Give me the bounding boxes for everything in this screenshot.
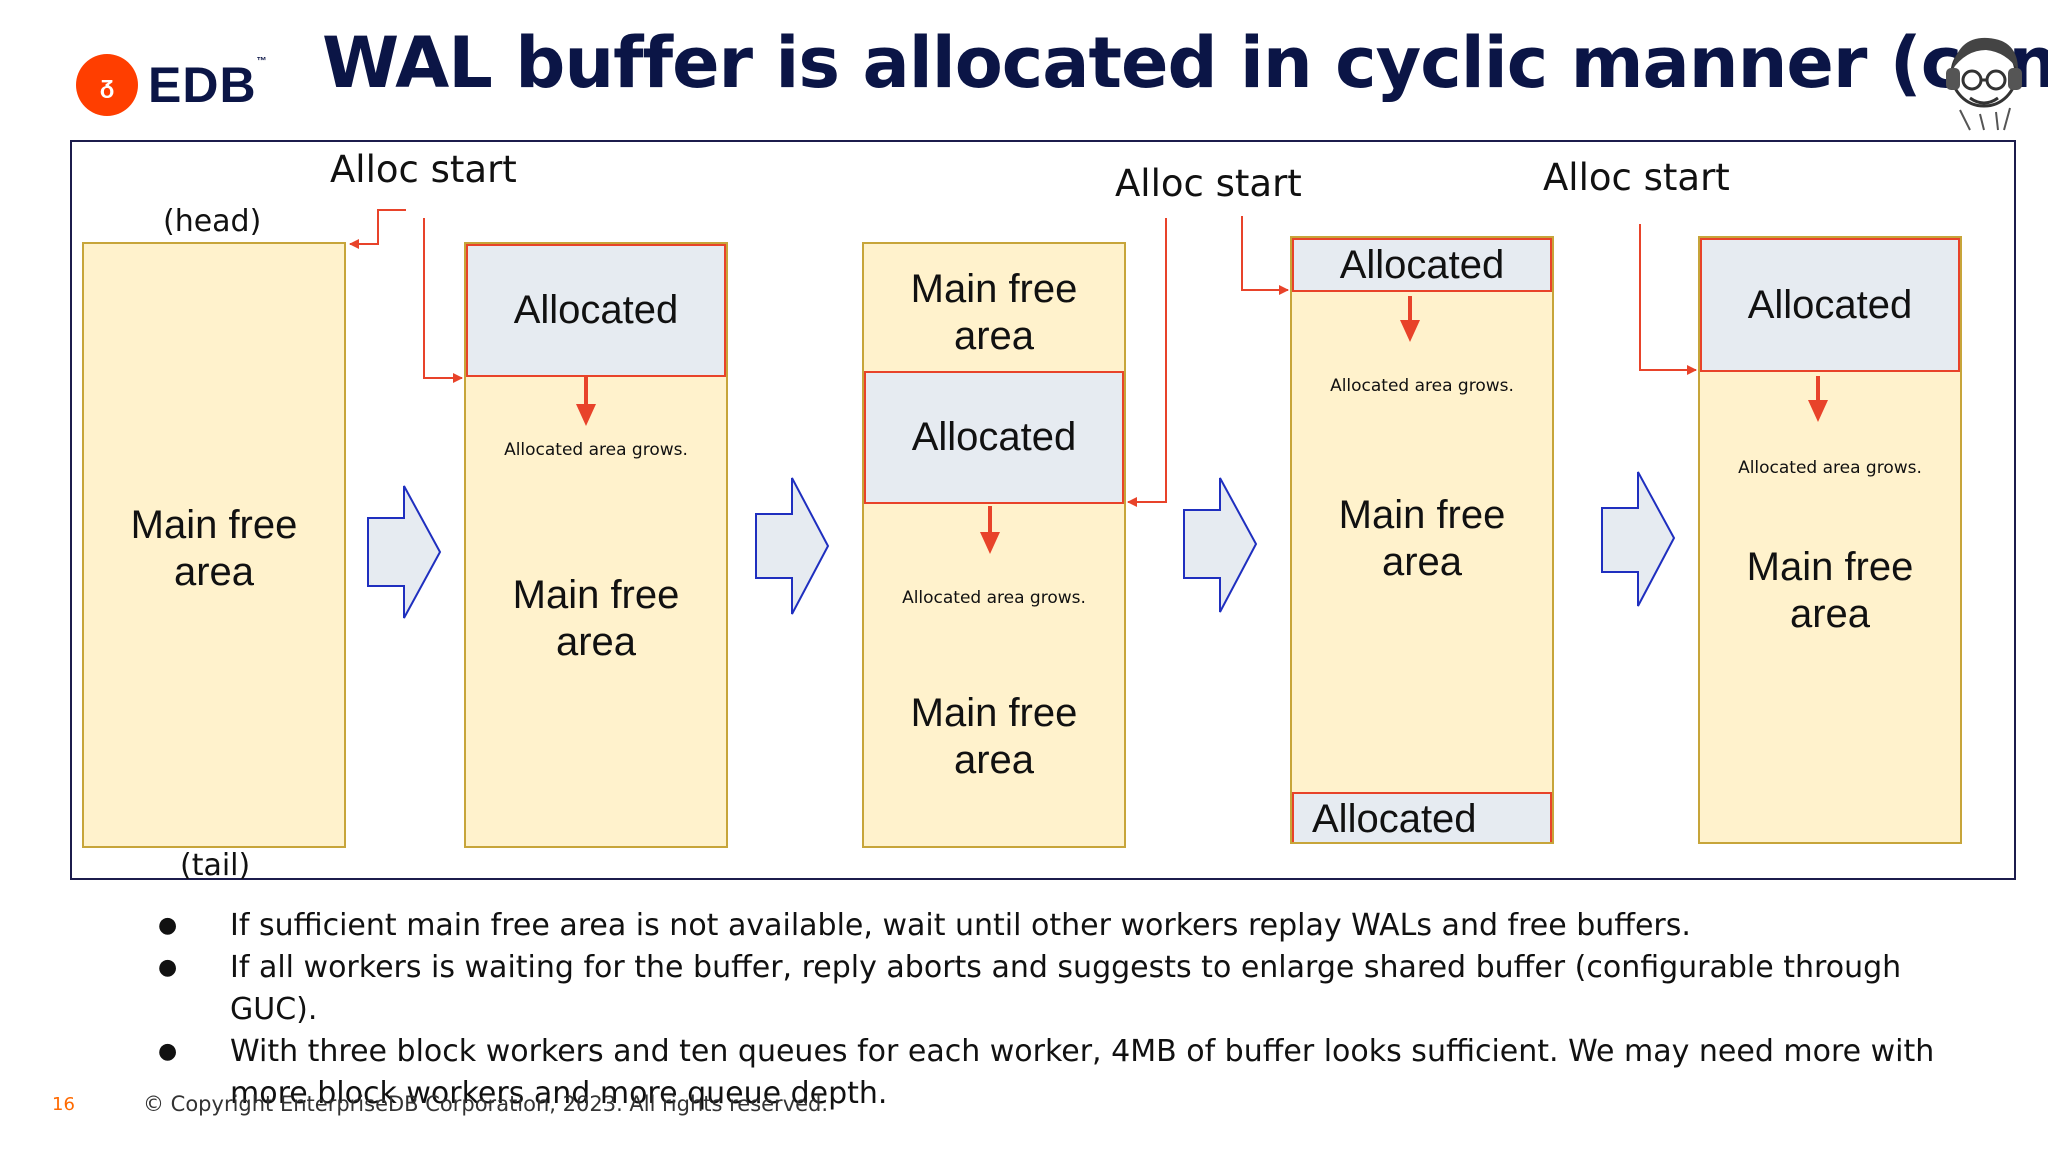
buffer-column-2: Allocated Allocated area grows. Main fre… (464, 242, 728, 848)
allocated-area-top: Allocated (1292, 238, 1552, 292)
tail-label: (tail) (180, 848, 251, 883)
allocated-area: Allocated (466, 244, 726, 377)
avatar-icon (1946, 37, 2022, 131)
allocated-area: Allocated (1700, 238, 1960, 372)
main-free-area: Main free area (512, 573, 680, 664)
bullet-item: If all workers is waiting for the buffer… (150, 947, 1990, 1031)
main-free-area: Main free area (1746, 545, 1914, 636)
alloc-start-label-3: Alloc start (1543, 156, 1730, 199)
buffer-column-5: Allocated Allocated area grows. Main fre… (1698, 236, 1962, 844)
allocated-grows-note: Allocated area grows. (504, 440, 688, 460)
slide-title: WAL buffer is allocated in cyclic manner… (322, 22, 2048, 104)
edb-logo-text: EDB™ (148, 56, 268, 113)
buffer-column-4: Allocated Allocated area grows. Main fre… (1290, 236, 1554, 844)
bullet-list: If sufficient main free area is not avai… (150, 905, 1990, 1115)
alloc-start-label-1: Alloc start (330, 148, 517, 191)
head-label: (head) (163, 204, 262, 239)
edb-logo: ᵹ EDB™ (76, 54, 268, 116)
bullet-item: If sufficient main free area is not avai… (150, 905, 1990, 947)
allocated-area: Allocated (864, 371, 1124, 504)
alloc-start-label-2: Alloc start (1115, 162, 1302, 205)
allocated-grows-note: Allocated area grows. (1738, 458, 1922, 478)
buffer-column-3: Main free area Allocated Allocated area … (862, 242, 1126, 848)
buffer-column-1: Main free area (82, 242, 346, 848)
main-free-area: Main free area (910, 691, 1078, 782)
copyright-text: © Copyright EnterpriseDB Corporation, 20… (143, 1092, 829, 1116)
main-free-area: Main free area (130, 503, 298, 594)
allocated-grows-note: Allocated area grows. (1330, 376, 1514, 396)
diagram-frame (70, 140, 2016, 880)
edb-logo-icon: ᵹ (76, 54, 138, 116)
main-free-area: Main free area (1338, 493, 1506, 584)
allocated-area-bottom: Allocated (1292, 792, 1552, 842)
page-number: 16 (52, 1094, 75, 1115)
allocated-grows-note: Allocated area grows. (902, 588, 1086, 608)
bullet-item: With three block workers and ten queues … (150, 1031, 1990, 1115)
main-free-area-top: Main free area (910, 267, 1078, 358)
